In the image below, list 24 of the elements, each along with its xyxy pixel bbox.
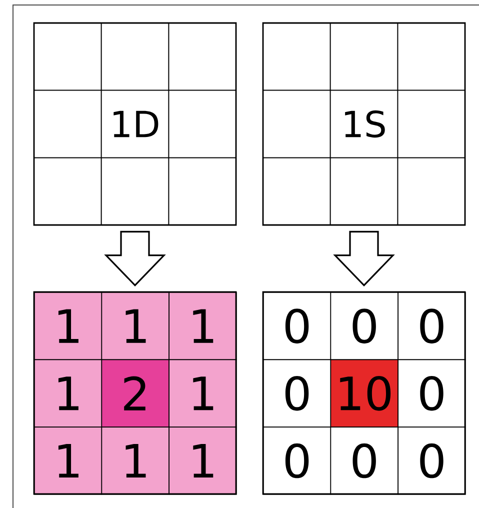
number-cell: 0 xyxy=(398,292,466,360)
number-cell: 0 xyxy=(398,426,466,495)
number-cell: 0 xyxy=(263,359,332,428)
number-cell: 1 xyxy=(101,426,170,495)
grid xyxy=(262,291,466,495)
block-arrow xyxy=(333,230,395,286)
number-cell: 1 xyxy=(168,426,237,495)
number-cell: 0 xyxy=(263,426,332,495)
number-cell: 1 xyxy=(34,359,102,428)
number-cell: 2 xyxy=(101,359,170,428)
labeled-grid: 1D xyxy=(33,22,237,226)
number-cell: 1 xyxy=(168,359,237,428)
number-cell: 1 xyxy=(101,292,170,360)
number-cell: 0 xyxy=(330,292,398,360)
number-cell: 0 xyxy=(263,292,332,360)
grid xyxy=(33,291,237,495)
number-cell: 1 xyxy=(34,426,102,495)
number-cell: 1 xyxy=(168,292,237,360)
number-cell: 0 xyxy=(330,426,398,495)
number-cell: 0 xyxy=(398,359,466,428)
number-cell: 10 xyxy=(330,359,398,428)
block-arrow xyxy=(104,230,166,286)
number-cell: 1 xyxy=(34,292,102,360)
labeled-grid: 1S xyxy=(262,22,466,226)
